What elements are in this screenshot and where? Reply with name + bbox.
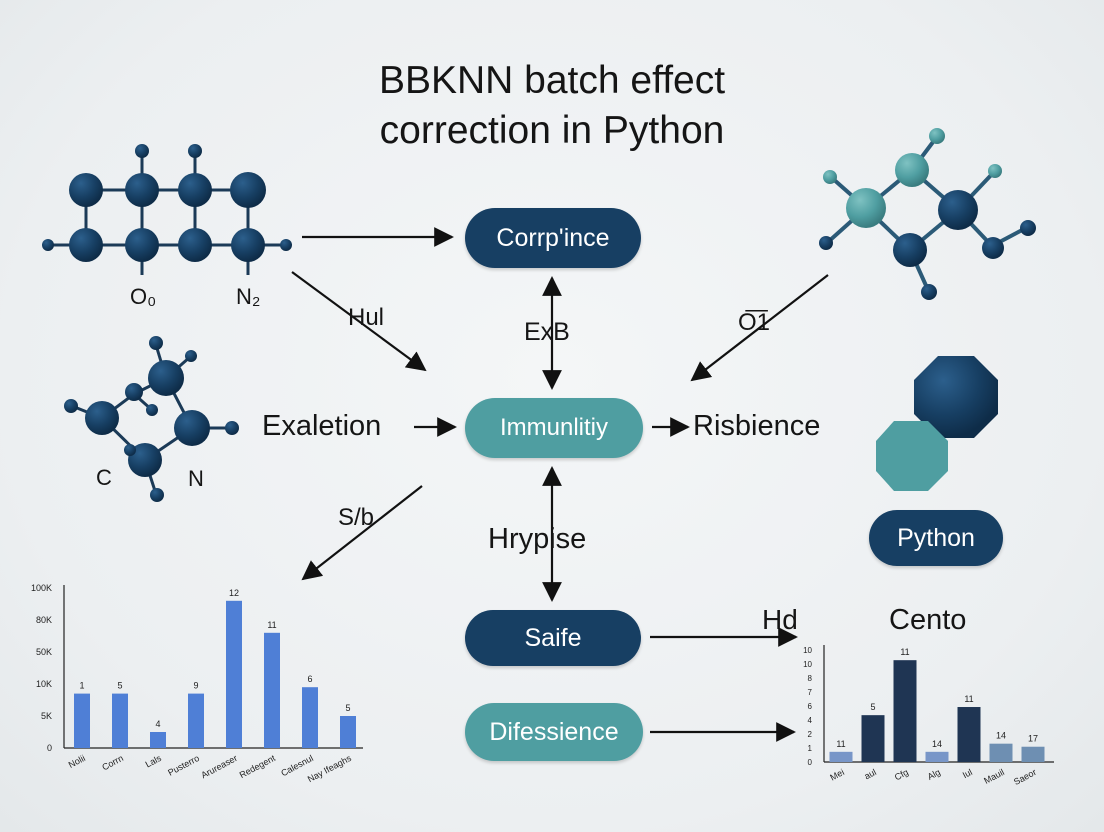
- molecule-label-c: C: [96, 465, 112, 490]
- label-hrypise: Hrypise: [488, 523, 587, 555]
- bar: [957, 707, 981, 762]
- bar: [74, 693, 90, 748]
- arrow-mol1-to-immunlitiy: [291, 271, 427, 372]
- left-bar-chart: 0 5K 10K 50K 80K 100K 1 5 4 9 12 11 6 5 Nolii Corrn La…: [31, 583, 363, 784]
- bar: [150, 732, 166, 748]
- y-tick-label: 6: [808, 702, 813, 711]
- x-tick-label: Nolii: [67, 753, 87, 770]
- x-tick-label: Lals: [144, 753, 164, 770]
- node-corrpince: Corrp'ince: [465, 208, 641, 268]
- bar: [893, 660, 917, 762]
- data-label: 17: [1028, 734, 1038, 744]
- molecule-3-atoms: [819, 128, 1036, 300]
- molecule-label-o0: O₀: [130, 284, 156, 309]
- y-tick-label: 1: [808, 744, 813, 753]
- node-python: Python: [869, 510, 1003, 566]
- x-tick-label: Iul: [961, 767, 974, 780]
- molecule-2-atoms: [64, 336, 239, 502]
- left-chart-axes: [63, 585, 363, 749]
- node-immunlitiy: Immunlitiy: [465, 398, 643, 458]
- x-tick-label: aul: [863, 767, 878, 781]
- diagram-title: BBKNN batch effect correction in Python: [252, 56, 852, 156]
- y-tick-label: 0: [47, 743, 52, 753]
- teal-octagon: [876, 421, 948, 491]
- x-tick-label: Redegent: [238, 753, 278, 780]
- node-difessience: Difessience: [465, 703, 643, 761]
- bar: [226, 600, 242, 748]
- molecule-label-n2: N₂: [236, 284, 260, 309]
- x-tick-label: Cfg: [893, 767, 910, 782]
- data-label: 6: [307, 674, 312, 684]
- data-label: 14: [932, 739, 942, 749]
- label-cento: Cento: [889, 604, 967, 636]
- title-line-2: correction in Python: [379, 109, 725, 152]
- molecule-1-atoms: [42, 144, 292, 262]
- x-tick-label: Corrn: [100, 753, 125, 772]
- y-tick-label: 0: [808, 758, 813, 767]
- data-label: 5: [345, 703, 350, 713]
- right-bar-chart: 0 1 2 4 6 7 8 10 10 11 5 11 14 11 14 17 Mei aul Cfg Alg Iu…: [803, 645, 1054, 787]
- y-tick-label: 10K: [36, 679, 52, 689]
- x-tick-label: Arureaser: [199, 753, 239, 780]
- data-label: 5: [870, 702, 875, 712]
- label-exaletion: Exaletion: [262, 410, 382, 442]
- bar: [925, 751, 949, 762]
- x-tick-label: Alg: [926, 767, 942, 782]
- arrows: [291, 227, 829, 742]
- bar: [340, 716, 356, 748]
- data-label: 11: [267, 620, 276, 630]
- label-o1: O͞1: [738, 309, 771, 336]
- bar: [829, 751, 853, 762]
- label-s-b: S/b: [338, 504, 375, 531]
- data-label: 12: [229, 588, 239, 598]
- data-label: 14: [996, 731, 1006, 741]
- bar: [861, 715, 885, 762]
- y-tick-label: 80K: [36, 615, 52, 625]
- label-hd: Hd: [762, 604, 798, 635]
- y-tick-label: 4: [808, 716, 813, 725]
- label-hul: Hul: [348, 304, 385, 331]
- data-label: 9: [193, 681, 198, 691]
- x-tick-label: Pusterro: [166, 753, 201, 778]
- data-label: 5: [117, 681, 122, 691]
- x-tick-label: Saeor: [1012, 767, 1038, 787]
- bar: [112, 693, 128, 748]
- data-label: 11: [836, 739, 845, 749]
- y-tick-label: 10: [803, 660, 812, 669]
- node-saife: Saife: [465, 610, 641, 666]
- data-label: 1: [79, 681, 84, 691]
- data-label: 4: [155, 719, 160, 729]
- molecule-label-n: N: [188, 466, 204, 491]
- y-tick-label: 2: [808, 730, 813, 739]
- arrow-to-left-chart: [301, 485, 423, 581]
- data-label: 11: [900, 647, 909, 657]
- arrow-mol3-to-immunlitiy: [690, 274, 829, 382]
- navy-octagon: [914, 356, 998, 438]
- bar: [302, 687, 318, 748]
- data-label: 11: [964, 694, 973, 704]
- label-exb: ExB: [524, 318, 570, 346]
- y-tick-label: 100K: [31, 583, 52, 593]
- x-tick-label: Mei: [828, 767, 846, 783]
- bar: [989, 743, 1013, 762]
- y-tick-label: 50K: [36, 647, 52, 657]
- bar: [1021, 746, 1045, 762]
- bar: [188, 693, 204, 748]
- y-tick-label: 5K: [41, 711, 52, 721]
- y-tick-label: 7: [808, 688, 813, 697]
- label-risbience: Risbience: [693, 410, 821, 442]
- y-tick-label: 8: [808, 674, 813, 683]
- y-tick-label: 10: [803, 646, 812, 655]
- title-line-1: BBKNN batch effect: [378, 59, 726, 102]
- x-tick-label: Nay Ifeaghs: [306, 753, 354, 785]
- x-tick-label: Mauil: [982, 767, 1006, 786]
- bar: [264, 632, 280, 748]
